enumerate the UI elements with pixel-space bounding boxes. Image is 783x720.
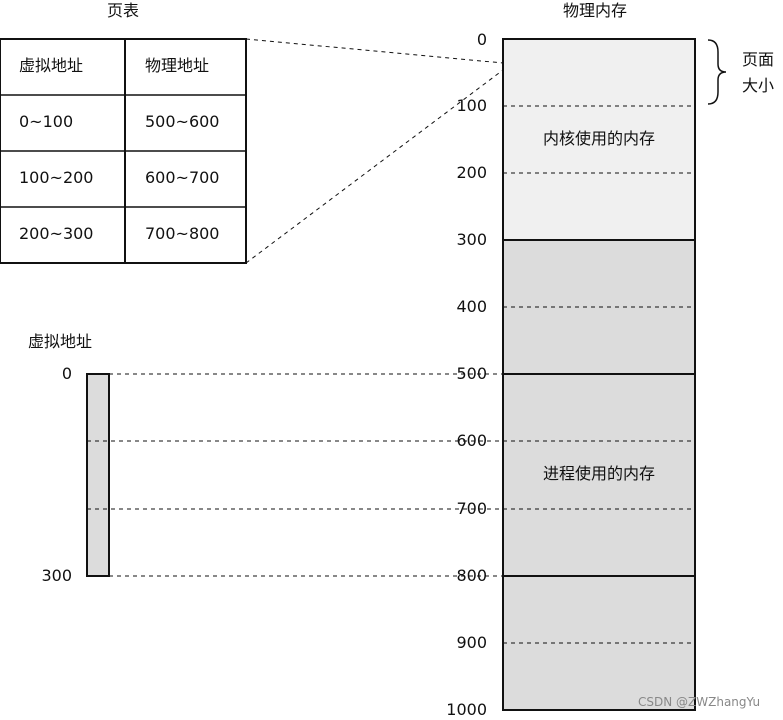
memory-scale-label: 900 [456, 633, 487, 652]
virtual-address-bar [86, 373, 110, 577]
watermark: CSDN @ZWZhangYu [638, 695, 761, 709]
memory-scale-label: 200 [456, 163, 487, 182]
memory-scale-label: 800 [456, 566, 487, 585]
page-table-cell: 200~300 [19, 224, 94, 243]
virtual-address-start-label: 0 [61, 364, 72, 383]
virtual-address-end-label: 300 [41, 566, 72, 585]
page-size-label-line2: 大小 [742, 76, 775, 95]
page-table-title: 页表 [107, 1, 140, 20]
physical-memory-title: 物理内存 [563, 1, 628, 20]
virtual-address-title: 虚拟地址 [28, 332, 93, 351]
memory-scale-label: 1000 [446, 700, 487, 719]
page-table-grid [0, 38, 247, 264]
page-table-header-virtual: 虚拟地址 [19, 56, 84, 75]
kernel-memory-region [503, 39, 695, 240]
process-memory-region [503, 240, 695, 710]
memory-scale-label: 100 [456, 96, 487, 115]
page-table-cell: 700~800 [145, 224, 220, 243]
memory-scale-label: 500 [456, 364, 487, 383]
process-memory-label: 进程使用的内存 [542, 464, 655, 483]
page-table-cell: 100~200 [19, 168, 94, 187]
memory-scale-label: 0 [476, 30, 487, 49]
memory-scale-label: 400 [456, 297, 487, 316]
virtual-to-physical-lines [87, 373, 503, 577]
page-size-label-line1: 页面 [742, 50, 775, 69]
kernel-memory-label: 内核使用的内存 [542, 129, 655, 148]
page-table-cell: 600~700 [145, 168, 220, 187]
memory-scale-label: 300 [456, 230, 487, 249]
memory-scale-label: 700 [456, 499, 487, 518]
memory-scale-label: 600 [456, 431, 487, 450]
page-size-brace [707, 39, 727, 105]
page-table-header-physical: 物理地址 [145, 56, 210, 75]
page-table-connectors [245, 38, 504, 264]
page-table-cell: 0~100 [19, 112, 74, 131]
page-table-cell: 500~600 [145, 112, 220, 131]
